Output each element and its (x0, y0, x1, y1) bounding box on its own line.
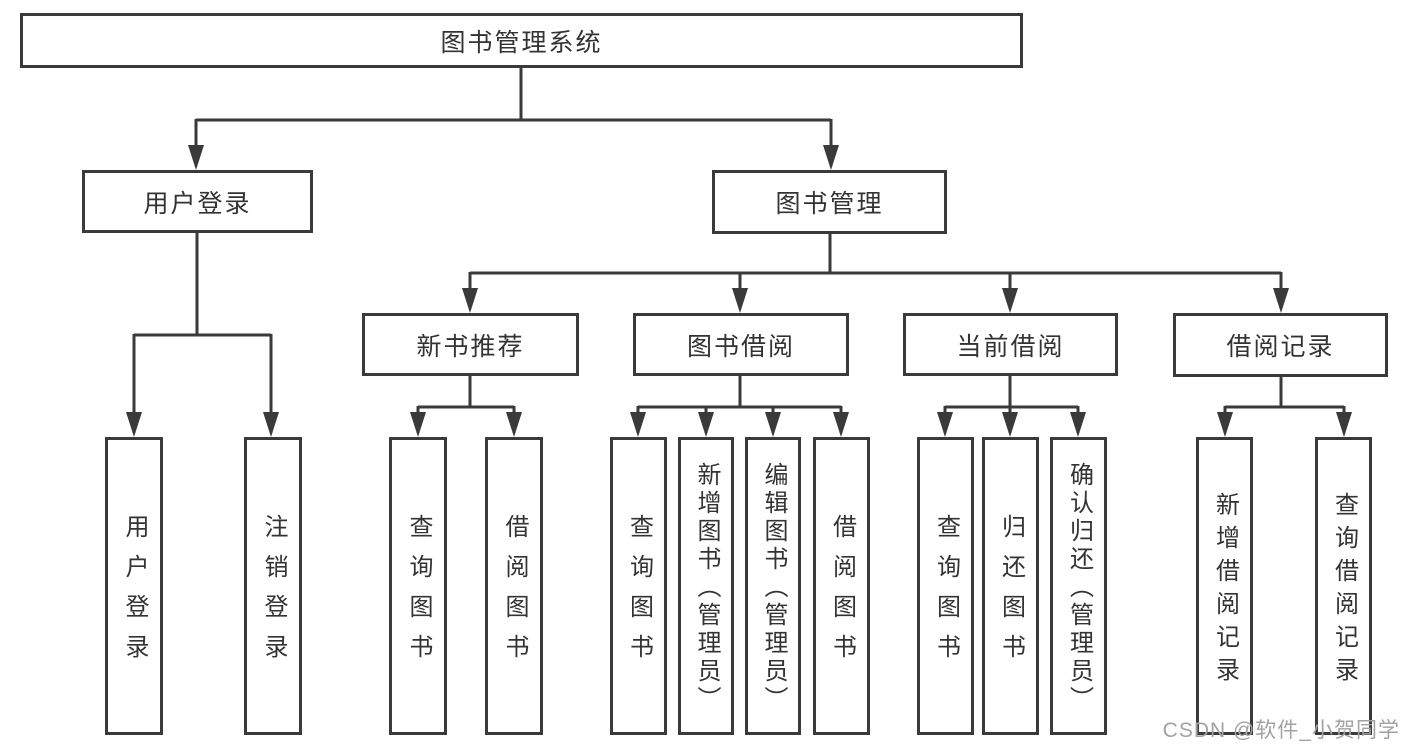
leaf-record-query: 查询借阅记录 (1315, 437, 1372, 735)
connector-borrow-record (1223, 376, 1346, 433)
connector-book-mgmt (468, 234, 1283, 309)
leaf-borrow-borrow-label: 借阅图书 (828, 514, 856, 674)
node-new-book: 新书推荐 (362, 313, 579, 376)
leaf-newbook-borrow: 借阅图书 (485, 437, 543, 735)
leaf-record-add-label: 新增借阅记录 (1211, 491, 1239, 690)
leaf-current-confirm-label: 确认归还（管理员） (1065, 462, 1093, 714)
leaf-current-confirm: 确认归还（管理员） (1050, 437, 1107, 735)
leaf-borrow-edit-label: 编辑图书（管理员） (760, 462, 787, 714)
leaf-record-add: 新增借阅记录 (1196, 437, 1253, 735)
connector-user-login (132, 233, 273, 433)
connector-root (194, 68, 833, 166)
leaf-current-return: 归还图书 (982, 437, 1039, 735)
leaf-borrow-borrow: 借阅图书 (813, 437, 870, 735)
node-root: 图书管理系统 (20, 13, 1023, 68)
node-borrow-record: 借阅记录 (1173, 313, 1388, 377)
leaf-user-login: 用户登录 (105, 437, 163, 735)
leaf-borrow-edit: 编辑图书（管理员） (745, 437, 801, 735)
connector-current-borrow (943, 376, 1080, 433)
node-current-borrow: 当前借阅 (903, 313, 1118, 376)
leaf-logout-label: 注销登录 (260, 514, 287, 674)
leaf-logout: 注销登录 (244, 437, 302, 735)
leaf-newbook-query: 查询图书 (389, 437, 447, 735)
leaf-current-return-label: 归还图书 (997, 514, 1025, 674)
leaf-newbook-query-label: 查询图书 (405, 514, 432, 674)
leaf-borrow-add-label: 新增图书（管理员） (693, 462, 720, 714)
leaf-borrow-query: 查询图书 (610, 437, 667, 735)
leaf-newbook-borrow-label: 借阅图书 (501, 514, 528, 674)
node-book-borrow: 图书借阅 (633, 313, 849, 376)
node-user-login: 用户登录 (82, 170, 313, 233)
csdn-watermark: CSDN @软件_小贺同学 (1162, 719, 1400, 742)
leaf-current-query: 查询图书 (917, 437, 974, 735)
connector-book-borrow (636, 376, 843, 433)
leaf-current-query-label: 查询图书 (932, 514, 960, 674)
leaf-user-login-label: 用户登录 (121, 514, 148, 674)
node-book-mgmt: 图书管理 (712, 170, 947, 234)
leaf-record-query-label: 查询借阅记录 (1330, 491, 1358, 690)
leaf-borrow-query-label: 查询图书 (625, 514, 653, 674)
connector-new-book (416, 376, 516, 433)
leaf-borrow-add: 新增图书（管理员） (678, 437, 734, 735)
